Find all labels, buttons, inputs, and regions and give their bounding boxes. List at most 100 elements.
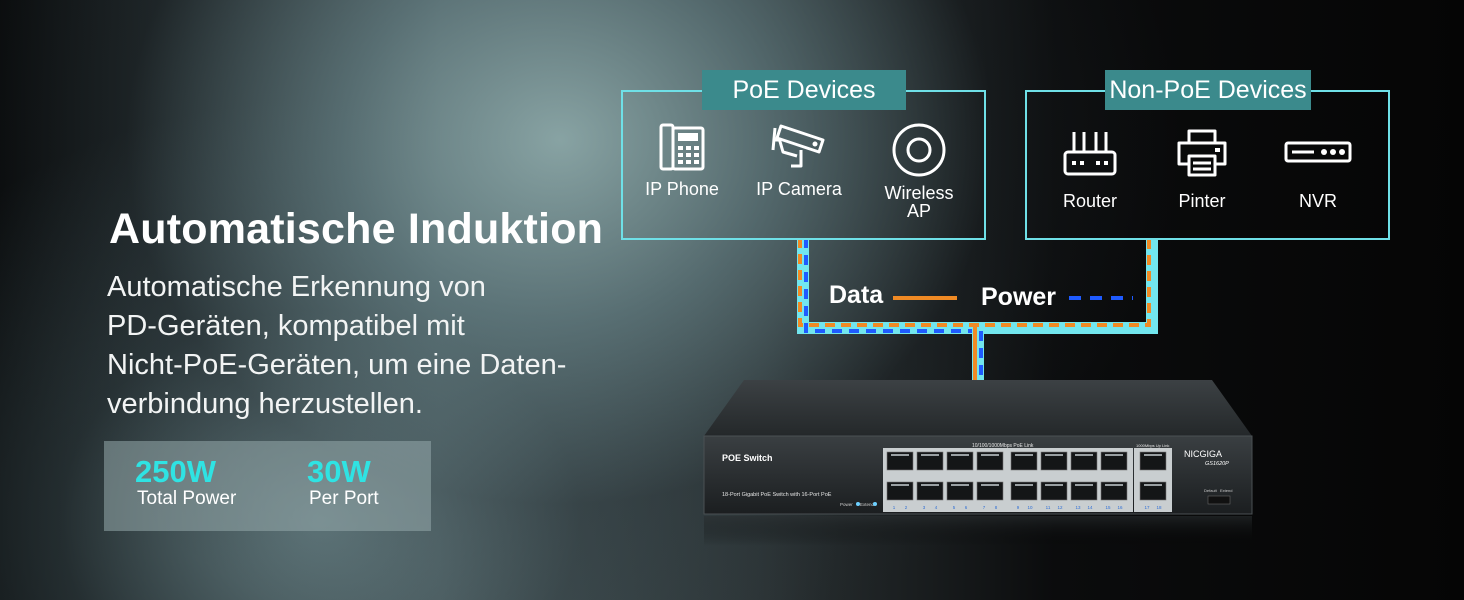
port-number: 8	[995, 505, 998, 510]
port-contacts	[1075, 454, 1093, 456]
port-number: 7	[983, 505, 986, 510]
rj45-port	[1010, 481, 1038, 501]
description-line: Nicht-PoE-Geräten, um eine Daten-	[107, 349, 567, 381]
port-contacts	[1015, 484, 1033, 486]
stat-value: 30W	[307, 454, 371, 489]
rj45-port	[916, 451, 944, 471]
rj45-port	[976, 481, 1004, 501]
stat-label: Total Power	[137, 488, 237, 509]
port-contacts	[1075, 484, 1093, 486]
port-contacts	[891, 454, 909, 456]
rj45-port	[1139, 481, 1167, 501]
poe-link-label: 10/100/1000Mbps PoE Link	[972, 443, 1034, 449]
device-label: Pinter	[1178, 191, 1226, 211]
ip-camera-icon	[771, 124, 825, 168]
port-contacts	[1144, 454, 1162, 456]
description: Automatische Erkennung von PD-Geräten, k…	[107, 268, 627, 424]
stat-total-power: 250W Total Power	[135, 455, 236, 509]
rj45-port	[886, 451, 914, 471]
port-contacts	[921, 454, 939, 456]
port-number: 18	[1156, 505, 1162, 510]
device-nvr: NVR	[1273, 128, 1363, 210]
switch-top	[704, 380, 1252, 436]
device-label: Router	[1062, 191, 1118, 211]
rj45-port	[1040, 451, 1068, 471]
port-contacts	[951, 454, 969, 456]
power-indicator-label: Power	[840, 502, 853, 507]
description-line: verbindung herzustellen.	[107, 388, 423, 420]
rj45-port	[1100, 451, 1128, 471]
rj45-port	[1100, 481, 1128, 501]
port-number: 5	[953, 505, 956, 510]
stat-label: Per Port	[309, 488, 379, 509]
port-contacts	[1045, 484, 1063, 486]
port-number: 16	[1117, 505, 1123, 510]
description-line: Automatische Erkennung von	[107, 271, 486, 303]
description-line: PD-Geräten, kompatibel mit	[107, 310, 465, 342]
port-contacts	[1045, 454, 1063, 456]
port-number: 17	[1144, 505, 1150, 510]
rj45-port	[886, 481, 914, 501]
device-label: IP Phone	[645, 179, 719, 199]
dip-switch	[1207, 495, 1231, 505]
rj45-port	[1010, 451, 1038, 471]
stat-value: 250W	[135, 454, 216, 489]
switch-reflection	[704, 516, 1252, 546]
legend-power-label: Power	[981, 283, 1057, 311]
headline: Automatische Induktion	[109, 205, 604, 253]
non-poe-devices-box: Non-PoE Devices Router	[1025, 70, 1390, 240]
port-number: 15	[1105, 505, 1111, 510]
port-number: 2	[905, 505, 908, 510]
port-number: 10	[1027, 505, 1033, 510]
rj45-port	[916, 481, 944, 501]
uplink-label: 1000Mbps Up Link	[1136, 443, 1169, 448]
rj45-port	[1070, 451, 1098, 471]
device-label: NVR	[1298, 191, 1337, 211]
rj45-port	[976, 451, 1004, 471]
power-led	[856, 502, 860, 506]
port-number: 6	[965, 505, 968, 510]
stats-panel: 250W Total Power 30W Per Port	[104, 441, 431, 531]
extend-indicator-label: Extend	[860, 502, 875, 507]
legend-data-label: Data	[829, 281, 884, 309]
port-number: 9	[1017, 505, 1020, 510]
router-icon	[1063, 132, 1117, 176]
port-contacts	[1144, 484, 1162, 486]
port-contacts	[1105, 454, 1123, 456]
port-number: 13	[1075, 505, 1081, 510]
extend-switch-label: Extend	[1220, 488, 1232, 493]
printer-icon	[1177, 129, 1227, 177]
extend-led	[873, 502, 877, 506]
nvr-icon	[1284, 141, 1352, 163]
default-label: Default	[1204, 488, 1218, 493]
port-contacts	[951, 484, 969, 486]
device-wireless-ap: Wireless AP	[869, 122, 969, 220]
rj45-port	[1040, 481, 1068, 501]
port-number: 4	[935, 505, 938, 510]
brand-label: NICGIGA	[1184, 449, 1222, 459]
poe-devices-box: PoE Devices IP Phone	[621, 70, 986, 240]
device-ip-camera: IP Camera	[749, 122, 849, 198]
rj45-port	[946, 451, 974, 471]
switch-label: POE Switch	[722, 453, 773, 463]
rj45-port	[1070, 481, 1098, 501]
device-ip-phone: IP Phone	[637, 122, 727, 198]
device-router: Router	[1045, 128, 1135, 210]
switch-subtitle: 18-Port Gigabit PoE Switch with 16-Port …	[722, 492, 832, 498]
port-number: 14	[1087, 505, 1093, 510]
port-contacts	[981, 484, 999, 486]
non-poe-devices-title: Non-PoE Devices	[1105, 70, 1311, 110]
port-contacts	[891, 484, 909, 486]
power-line	[804, 238, 972, 333]
port-contacts	[921, 484, 939, 486]
rj45-port	[1139, 451, 1167, 471]
port-number: 1	[893, 505, 896, 510]
stat-per-port: 30W Per Port	[307, 455, 379, 509]
wireless-ap-icon	[892, 123, 946, 177]
device-printer: Pinter	[1157, 128, 1247, 210]
ip-phone-icon	[659, 123, 705, 171]
